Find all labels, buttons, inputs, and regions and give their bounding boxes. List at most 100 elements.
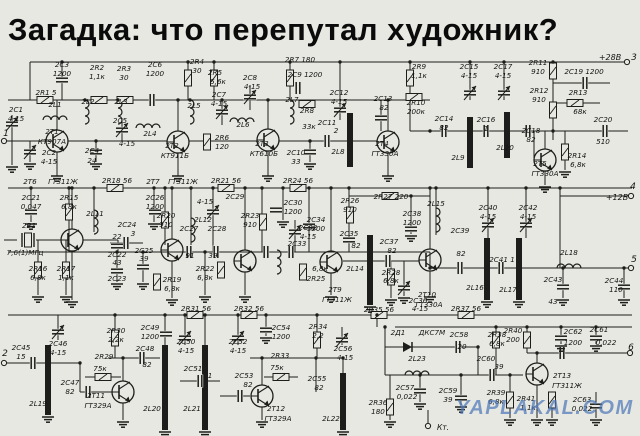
junction-node	[502, 60, 506, 64]
ground-icon	[117, 421, 129, 428]
capacitor-icon	[84, 385, 92, 399]
junction-node	[60, 60, 64, 64]
component-label: 2C38	[403, 209, 422, 218]
resistor-icon	[217, 261, 225, 279]
component-label: 2C27	[180, 224, 199, 233]
component-label: 2R20	[157, 211, 176, 220]
junction-node	[186, 60, 190, 64]
resistor-icon	[298, 100, 316, 108]
component-label: 30	[192, 66, 202, 75]
resistor-icon	[506, 391, 514, 409]
resistor-icon	[184, 69, 192, 87]
component-label: 2C46	[49, 339, 68, 348]
terminal-icon	[0, 359, 8, 367]
component-label: 1	[484, 124, 489, 133]
junction-node	[260, 356, 264, 360]
capacitor-icon	[196, 374, 204, 388]
component-label: 33	[291, 157, 301, 166]
component-label: 20	[457, 342, 467, 351]
component-label: 5	[631, 255, 637, 265]
component-label: 6,8к	[164, 284, 180, 293]
junction-node	[494, 325, 498, 329]
component-label: +28В	[599, 53, 621, 62]
component-label: 2C56	[334, 344, 353, 353]
junction-node	[551, 60, 555, 64]
capacitor-icon	[148, 208, 162, 216]
component-label: 2C21	[22, 193, 41, 202]
junction-node	[551, 129, 555, 133]
component-label: 2C36	[409, 296, 428, 305]
transistor-icon	[250, 384, 274, 408]
component-label: 2L15	[427, 199, 445, 208]
crystal-icon	[20, 232, 36, 248]
junction-node	[189, 186, 193, 190]
component-label: 2C1	[9, 105, 23, 114]
terminal-icon	[627, 192, 635, 200]
junction-node	[211, 186, 215, 190]
ground-icon	[557, 299, 569, 306]
ground-icon	[51, 175, 63, 182]
capacitor-icon	[269, 206, 283, 214]
component-label: 2L20	[143, 404, 161, 413]
capacitor-icon	[287, 245, 295, 259]
component-label: 2R15	[60, 193, 79, 202]
component-label: 2C8	[243, 73, 258, 82]
junction-node	[163, 186, 167, 190]
trimmer-capacitor-icon	[463, 85, 477, 101]
resistor-icon	[36, 96, 54, 104]
junction-node	[70, 186, 74, 190]
component-label: 2C28	[208, 224, 227, 233]
junction-node	[409, 194, 413, 198]
component-label: 2R39	[487, 388, 506, 397]
junction-node	[307, 186, 311, 190]
resistor-icon	[94, 373, 112, 381]
component-label: 2C40	[479, 203, 498, 212]
component-label: 200	[506, 335, 520, 344]
component-label: 2Т12	[267, 404, 286, 413]
component-label: 33к	[302, 122, 316, 131]
component-label: 2R6	[215, 133, 230, 142]
component-label: 2C14	[435, 114, 454, 123]
component-label: 4-15	[337, 353, 354, 362]
component-label: 2C53	[235, 371, 254, 380]
junction-node	[94, 139, 98, 143]
component-label: 2R35 56	[364, 305, 395, 314]
transistor-icon	[111, 380, 135, 404]
component-label: 1	[208, 371, 213, 380]
inductor-icon	[189, 99, 195, 125]
component-label: 2C23	[108, 274, 127, 283]
capacitor-icon	[554, 334, 568, 342]
component-label: 6,8к	[488, 397, 504, 406]
component-label: 2C48	[136, 344, 155, 353]
coil-core-bar	[340, 373, 346, 430]
component-label: 2L4	[143, 129, 157, 138]
resistor-icon	[259, 213, 267, 231]
junction-node	[288, 60, 292, 64]
junction-node	[212, 60, 216, 64]
capacitor-icon	[488, 368, 496, 382]
trimmer-capacitor-icon	[206, 204, 220, 220]
component-label: 2R7 180	[285, 55, 316, 64]
ground-icon	[513, 301, 525, 308]
component-label: 2C15	[460, 62, 479, 71]
trimmer-capacitor-icon	[115, 122, 129, 138]
inductor-icon	[84, 99, 90, 125]
component-label: 6,8к	[30, 273, 46, 282]
junction-node	[281, 186, 285, 190]
capacitor-icon	[454, 394, 468, 402]
coil-core-bar	[45, 345, 51, 415]
ground-icon	[618, 299, 630, 306]
capacitor-icon	[89, 148, 103, 156]
junction-node	[266, 98, 270, 102]
component-label: КТ907А	[38, 137, 66, 146]
component-label: 2C22	[108, 250, 127, 259]
ground-icon	[32, 296, 44, 303]
junction-node	[264, 313, 268, 317]
component-label: 1,1к	[58, 273, 74, 282]
capacitor-icon	[110, 267, 124, 275]
coil-core-bar	[467, 117, 473, 168]
component-label: 91	[185, 251, 194, 260]
capacitor-icon	[136, 263, 150, 271]
component-label: 6,8к	[383, 276, 399, 285]
capacitor-icon	[617, 283, 631, 291]
